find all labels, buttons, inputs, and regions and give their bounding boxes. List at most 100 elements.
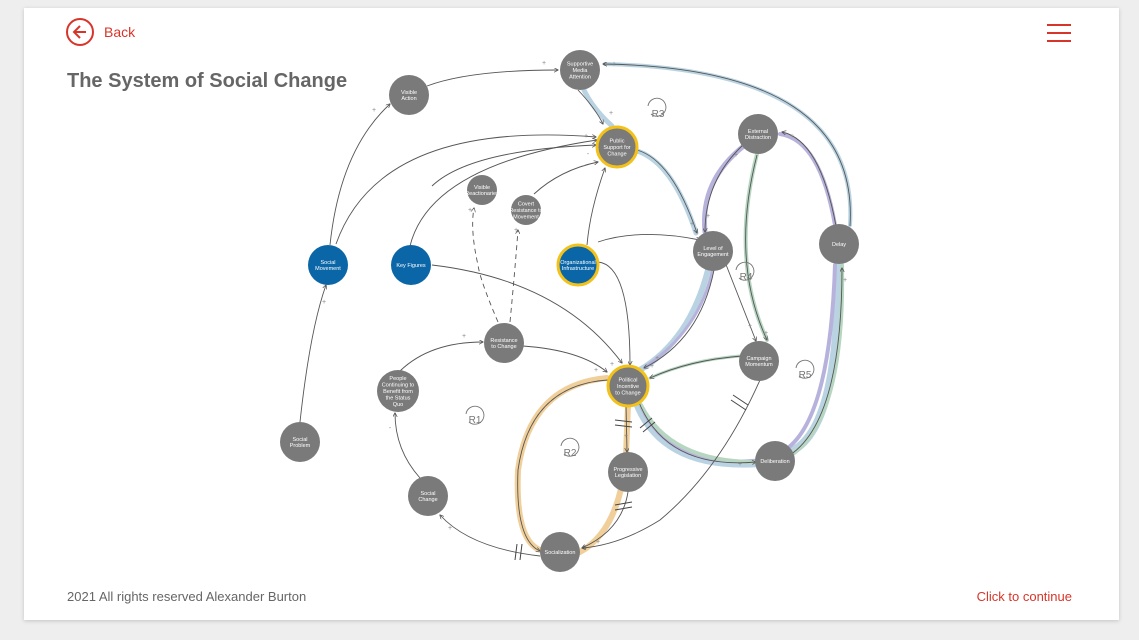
svg-text:R1: R1 (469, 415, 482, 426)
node-label: Distraction (745, 135, 771, 141)
svg-text:+: + (584, 133, 588, 140)
node-circle (377, 370, 419, 412)
node-label: Resistance (490, 338, 517, 344)
node-delay: Delay (819, 224, 859, 264)
svg-text:+: + (542, 60, 546, 67)
svg-text:+: + (594, 367, 598, 374)
node-label: Problem (290, 443, 311, 449)
node-label: Continuing to (382, 383, 414, 389)
copyright-text: 2021 All rights reserved Alexander Burto… (67, 589, 307, 604)
svg-text:+: + (514, 227, 518, 234)
loop-markers: R1 R2 R3 R4 R5 (465, 97, 815, 459)
svg-text:+: + (372, 107, 376, 114)
svg-text:R5: R5 (799, 370, 812, 381)
svg-text:+: + (738, 461, 742, 468)
node-label: Infrastructure (562, 266, 594, 272)
page-title: The System of Social Change (67, 70, 348, 92)
node-label: Quo (393, 402, 403, 408)
svg-text:-: - (583, 163, 586, 170)
node-label: Support for (603, 145, 630, 151)
loop-r3-marker: R3 (647, 97, 667, 120)
node-label: to Change (615, 390, 640, 396)
node-circle (308, 245, 348, 285)
node-label: Movement (513, 214, 539, 220)
causal-links (299, 64, 851, 557)
node-circle (755, 441, 795, 481)
node-circle (739, 341, 779, 381)
node-label: Visible (401, 90, 417, 96)
svg-text:-: - (587, 151, 590, 158)
node-label: Visible (474, 185, 490, 191)
node-circle (540, 532, 580, 572)
node-label: Change (418, 497, 437, 503)
node-label: Political (619, 378, 638, 384)
node-circle (280, 422, 320, 462)
svg-text:+: + (748, 323, 752, 330)
node-circle (693, 231, 733, 271)
node-circle (391, 245, 431, 285)
svg-text:+: + (734, 152, 738, 159)
node-label: Media (573, 68, 589, 74)
node-circle (595, 125, 639, 169)
node-label: Change (607, 151, 626, 157)
svg-text:+: + (448, 525, 452, 532)
node-label: Level of (703, 246, 723, 252)
node-circle (560, 50, 600, 90)
loop-highlights (514, 62, 853, 555)
continue-link[interactable]: Click to continue (976, 589, 1072, 604)
node-label: Supportive (567, 62, 593, 68)
svg-text:R4: R4 (740, 272, 753, 283)
polarity-signs: + + + + + - - + + + + + + + + + + + + + … (322, 60, 847, 546)
node-label: Delay (832, 242, 846, 248)
back-button[interactable]: Back (66, 18, 135, 46)
loop-r4-marker: R4 (735, 261, 755, 283)
node-label: Incentive (617, 384, 639, 390)
node-circle (819, 224, 859, 264)
svg-text:R2: R2 (564, 448, 577, 459)
node-circle (389, 75, 429, 115)
node-circle (408, 476, 448, 516)
hamburger-menu-icon[interactable] (1047, 24, 1071, 42)
svg-text:+: + (468, 207, 472, 214)
node-label: Campaign (746, 356, 771, 362)
loop-r2-marker: R2 (560, 437, 580, 459)
node-label: Momentum (745, 362, 773, 368)
node-label: External (748, 129, 768, 135)
svg-text:+: + (610, 361, 614, 368)
node-label: Legislation (615, 473, 641, 479)
node-label: Attention (569, 74, 591, 80)
node-key-figures: Key Figures (391, 245, 431, 285)
loop-r5-marker: R5 (795, 359, 815, 381)
svg-text:-: - (389, 425, 392, 432)
svg-text:+: + (612, 61, 616, 68)
node-circle (606, 364, 650, 408)
svg-text:+: + (843, 277, 847, 284)
node-circle (484, 323, 524, 363)
delay-marks (514, 394, 749, 561)
node-label: Social (421, 491, 436, 497)
node-label: Social (293, 437, 308, 443)
back-label: Back (104, 24, 136, 40)
svg-text:+: + (650, 363, 654, 370)
diagram-nodes: SocialProblemSocialMovementVisibleAction… (280, 50, 859, 572)
node-label: Organizational (560, 260, 595, 266)
node-label: Public (610, 139, 625, 145)
node-label: Social (321, 260, 336, 266)
node-circle (556, 243, 600, 287)
svg-text:R3: R3 (652, 109, 665, 120)
svg-text:+: + (655, 355, 659, 362)
node-label: Reactionaries (465, 191, 499, 197)
back-arrow-icon (66, 18, 94, 46)
